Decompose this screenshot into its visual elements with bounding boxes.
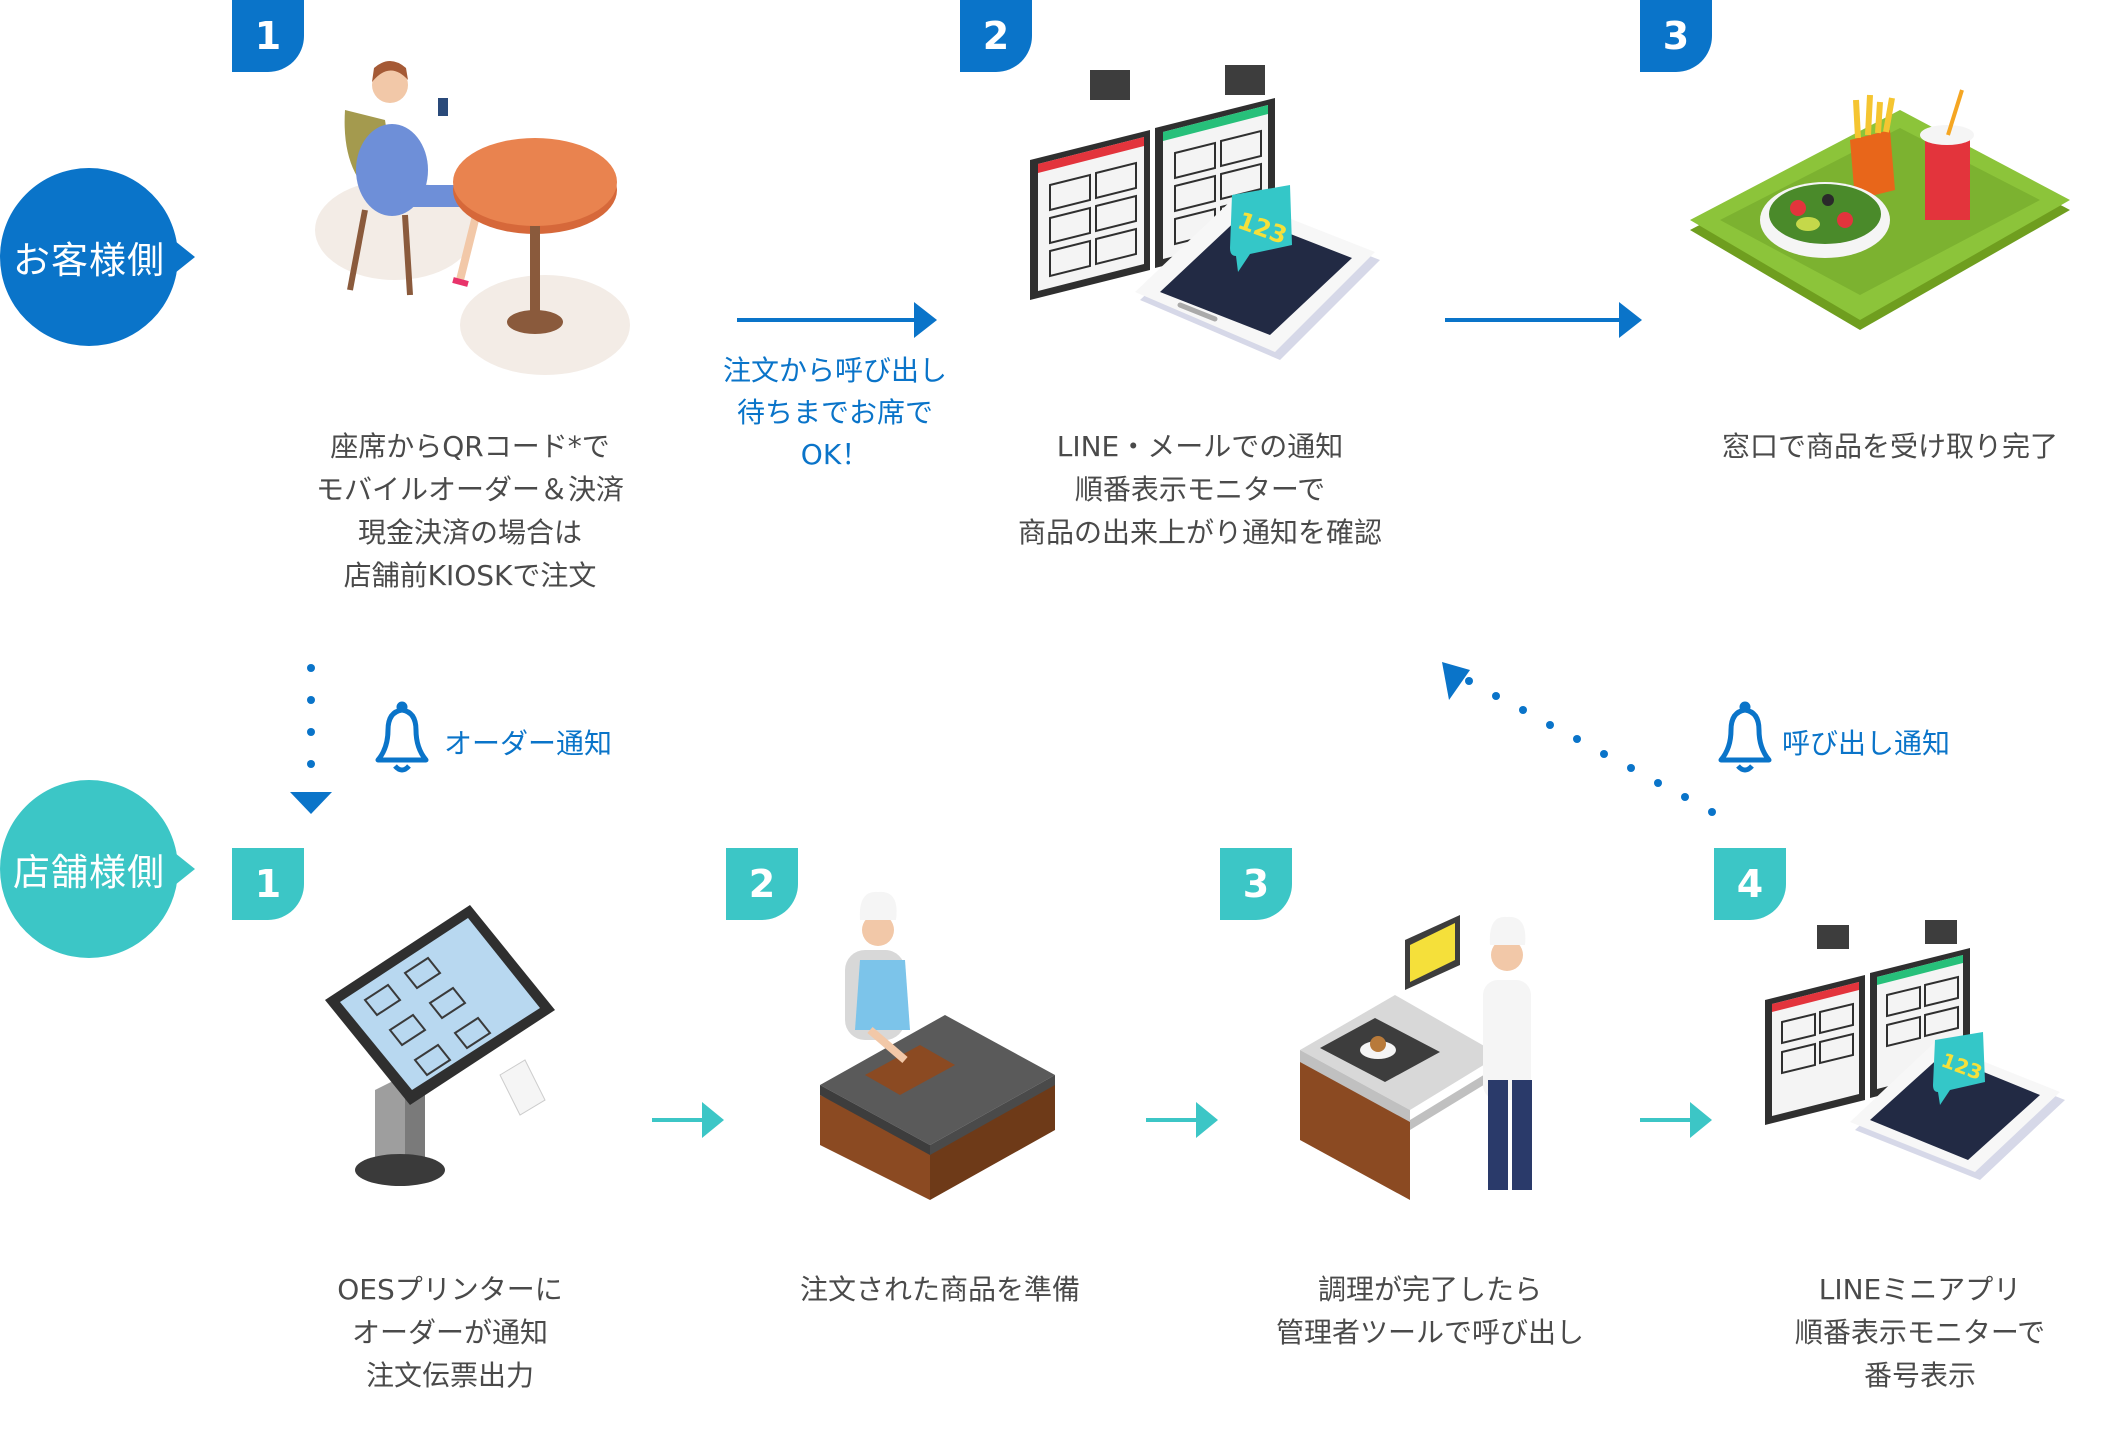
- bell-icon-call: [1718, 701, 1772, 773]
- call-notification-arrow: [1442, 662, 1716, 816]
- customer-step-1-caption: 座席からQRコード*でモバイルオーダー＆決済現金決済の場合は店舗前KIOSKで注…: [315, 430, 624, 592]
- customer-step-3-caption: 窓口で商品を受け取り完了: [1721, 430, 2058, 463]
- monitor-phone-illustration: 123: [1030, 65, 1380, 360]
- store-step-3-caption: 調理が完了したら管理者ツールで呼び出し: [1275, 1273, 1584, 1349]
- customer-step-2-caption: LINE・メールでの通知順番表示モニターで商品の出来上がり通知を確認: [1017, 430, 1382, 549]
- food-tray-illustration: [1690, 89, 2070, 330]
- store-step-1-caption: OESプリンターにオーダーが通知注文伝票出力: [337, 1273, 563, 1392]
- kiosk-illustration: [325, 905, 555, 1186]
- arrow-customer-2-to-3: [1445, 302, 1642, 338]
- bell-icon-order: [375, 701, 429, 773]
- order-notification-label: オーダー通知: [444, 727, 613, 760]
- customer-table-illustration: [315, 61, 630, 375]
- call-notification-label: 呼び出し通知: [1782, 727, 1951, 760]
- customer-step-3-badge: 3: [1640, 0, 1712, 72]
- chef-prep-illustration: [820, 891, 1055, 1200]
- store-step-4-caption: LINEミニアプリ順番表示モニターで番号表示: [1794, 1273, 2046, 1392]
- store-monitor-phone-illustration: 123: [1765, 920, 2065, 1180]
- customer-step-1-badge: 1: [232, 0, 304, 72]
- customer-side-label: お客様側: [0, 168, 195, 346]
- store-step-2-badge: 2: [726, 848, 798, 920]
- arrow-store-3-to-4: [1640, 1102, 1712, 1138]
- store-side-label: 店舗様側: [0, 780, 195, 958]
- store-step-4-badge: 4: [1714, 848, 1786, 920]
- customer-step-2-badge: 2: [960, 0, 1032, 72]
- store-step-3-badge: 3: [1220, 848, 1292, 920]
- arrow-store-1-to-2: [652, 1102, 724, 1138]
- chef-terminal-illustration: [1300, 915, 1532, 1200]
- store-step-2-caption: 注文された商品を準備: [799, 1273, 1080, 1306]
- arrow-store-2-to-3: [1146, 1102, 1218, 1138]
- order-notification-arrow: [290, 664, 332, 814]
- store-step-1-badge: 1: [232, 848, 304, 920]
- arrow-customer-1-to-2: [737, 302, 937, 338]
